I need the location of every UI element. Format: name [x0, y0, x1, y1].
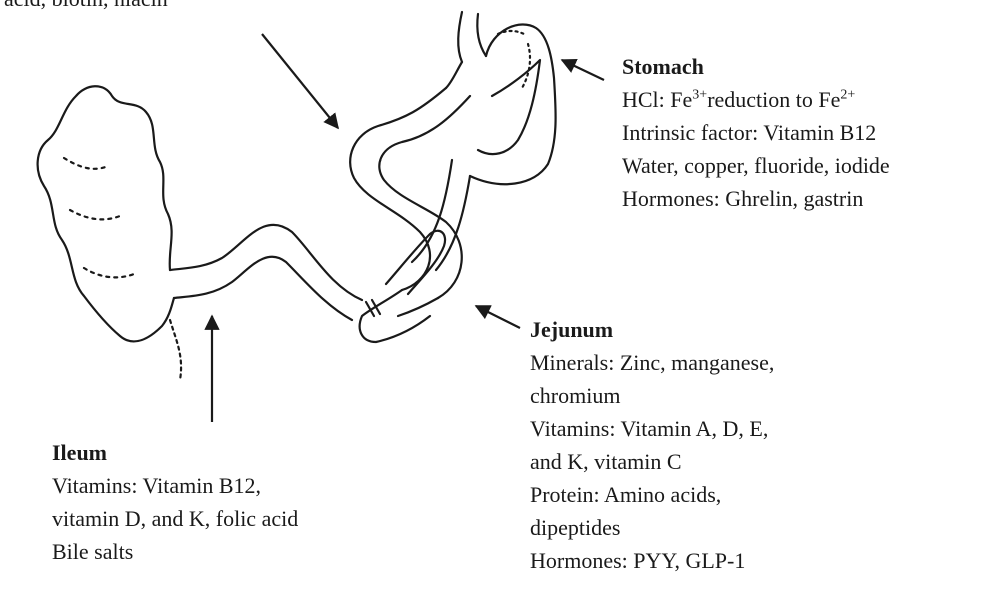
ileum-line: vitamin D, and K, folic acid	[52, 502, 298, 535]
arrow-stomach	[562, 60, 604, 80]
stomach-hcl-sup1: 3+	[692, 88, 707, 103]
stomach-hcl-sup2: 2+	[840, 88, 855, 103]
stomach-line: Water, copper, fluoride, iodide	[622, 149, 890, 182]
stomach-line: Intrinsic factor: Vitamin B12	[622, 116, 890, 149]
ileum-line: Vitamins: Vitamin B12,	[52, 469, 298, 502]
jejunum-line: Hormones: PYY, GLP-1	[530, 544, 774, 577]
stomach-line: Hormones: Ghrelin, gastrin	[622, 182, 890, 215]
ileum-label: Ileum Vitamins: Vitamin B12, vitamin D, …	[52, 436, 298, 568]
jejunum-line: Minerals: Zinc, manganese,	[530, 346, 774, 379]
arrow-jejunum	[476, 306, 520, 328]
stomach-drawing	[446, 12, 556, 184]
stomach-label: Stomach HCl: Fe3+reduction to Fe2+ Intri…	[622, 50, 890, 215]
stomach-hcl-prefix: HCl: Fe	[622, 87, 692, 112]
jejunum-line: and K, vitamin C	[530, 445, 774, 478]
jejunum-line: chromium	[530, 379, 774, 412]
duodenum-jejunum-drawing	[350, 88, 470, 342]
stomach-hcl-line: HCl: Fe3+reduction to Fe2+	[622, 83, 890, 116]
stomach-hcl-middle: reduction to Fe	[707, 87, 840, 112]
jejunum-line: Vitamins: Vitamin A, D, E,	[530, 412, 774, 445]
jejunum-heading: Jejunum	[530, 313, 774, 346]
ileum-drawing	[170, 225, 362, 320]
colon-drawing	[38, 86, 181, 380]
top-fragment-text: acid, biotin, niacin	[4, 0, 168, 13]
arrow-top	[262, 34, 338, 128]
ileum-line: Bile salts	[52, 535, 298, 568]
stomach-heading: Stomach	[622, 50, 890, 83]
ileum-heading: Ileum	[52, 436, 298, 469]
jejunum-line: dipeptides	[530, 511, 774, 544]
jejunum-line: Protein: Amino acids,	[530, 478, 774, 511]
jejunum-label: Jejunum Minerals: Zinc, manganese, chrom…	[530, 313, 774, 577]
